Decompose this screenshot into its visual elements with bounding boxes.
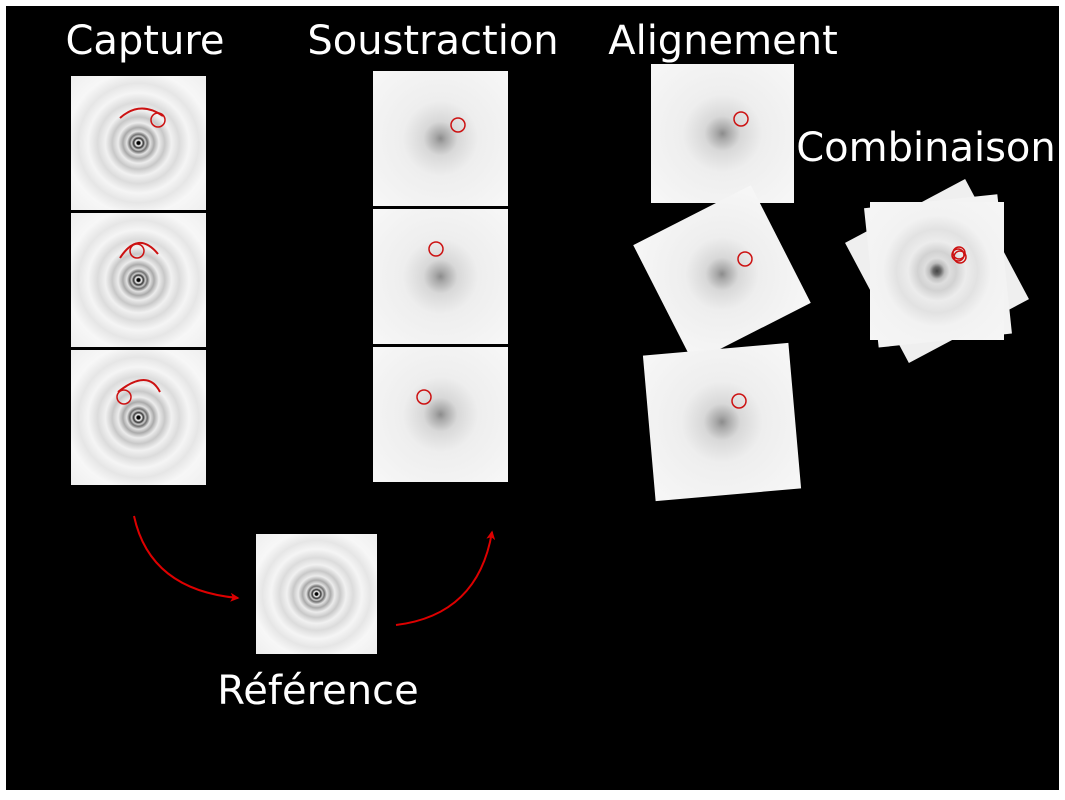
marker-circle — [737, 251, 753, 267]
title-combinaison: Combinaison — [796, 125, 1056, 171]
frame-separator — [372, 206, 509, 209]
arrow-capture-to-reference — [133, 515, 240, 602]
marker-circle — [150, 112, 166, 128]
subtraction-frame-1 — [373, 71, 508, 206]
frame-separator — [70, 210, 207, 213]
marker-circle — [129, 243, 145, 259]
marker-circle — [428, 241, 444, 257]
marker-circle — [450, 117, 466, 133]
capture-frame-2 — [71, 213, 206, 347]
capture-frame-1 — [71, 76, 206, 210]
marker-circle — [416, 389, 432, 405]
marker-circle — [116, 389, 132, 405]
title-capture: Capture — [65, 18, 224, 64]
motion-arc-2 — [119, 242, 159, 259]
marker-circle — [733, 111, 749, 127]
marker-circle — [952, 246, 966, 260]
title-reference: Référence — [217, 668, 418, 714]
aligned-frame-2 — [633, 185, 811, 363]
motion-arc-3 — [117, 379, 161, 393]
reference-image — [256, 534, 377, 654]
title-alignement: Alignement — [608, 18, 838, 64]
arrow-reference-to-soustraction — [395, 530, 496, 626]
aligned-frame-3 — [642, 342, 802, 502]
subtraction-frame-2 — [373, 209, 508, 344]
title-soustraction: Soustraction — [307, 18, 558, 64]
subtraction-frame-3 — [373, 347, 508, 482]
marker-circle — [731, 393, 747, 409]
frame-separator — [372, 344, 509, 347]
aligned-frame-1 — [651, 64, 794, 203]
capture-frame-3 — [71, 350, 206, 485]
combined-image — [845, 179, 1029, 363]
frame-separator — [70, 347, 207, 350]
